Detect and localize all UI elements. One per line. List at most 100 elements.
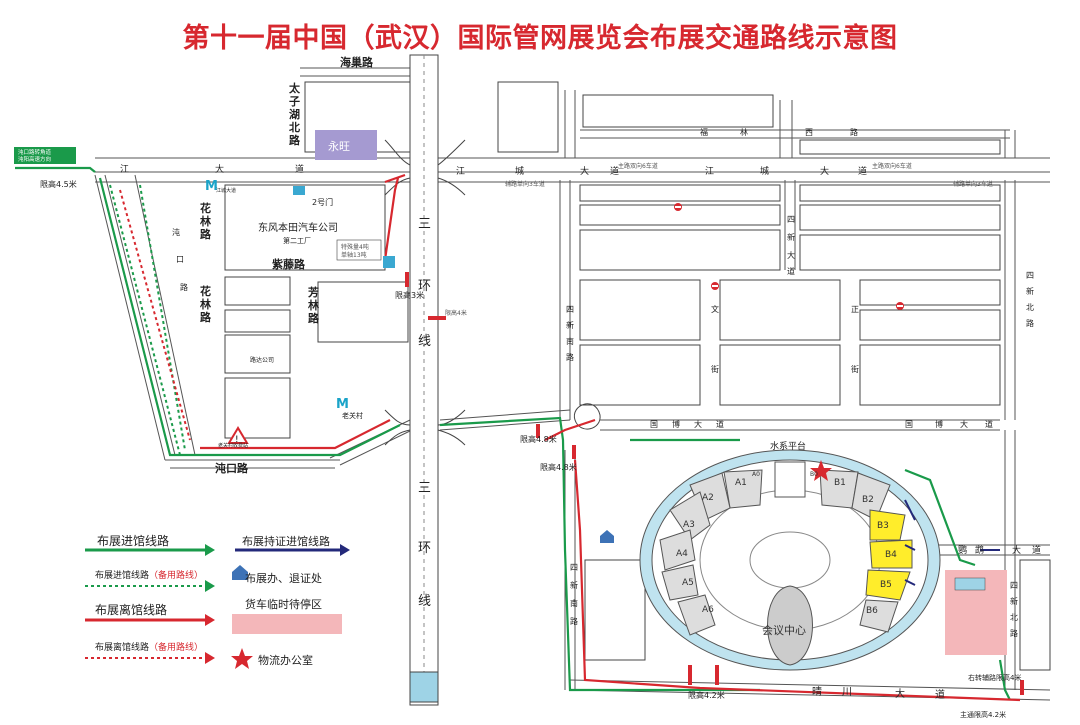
xd-1: 四 — [787, 215, 795, 224]
laoguan-toll-label: 老关村收费站 — [218, 442, 248, 449]
height-limit-bars — [405, 272, 1024, 695]
third-ring-road — [409, 54, 439, 706]
legend-logistics: 物流办公室 — [258, 653, 313, 667]
luda-label: 路达公司 — [250, 356, 274, 364]
wen-1: 文 — [711, 304, 719, 314]
office-icon — [600, 530, 614, 543]
sanhuan-2: 环 — [418, 279, 431, 294]
svg-text:!: ! — [235, 435, 239, 445]
sanhuan-1: 三 — [418, 217, 431, 232]
page-title: 第十一届中国（武汉）国际管网展览会布展交通路线示意图 — [182, 23, 898, 54]
qc-3: 大 — [895, 687, 905, 700]
b-halls — [819, 469, 913, 633]
no-entry-icon — [674, 203, 904, 310]
side-note-2: 辅路单向3车道 — [953, 180, 993, 188]
side-note-1: 辅路单向3车道 — [505, 180, 545, 188]
yongwang-block — [315, 130, 377, 160]
wen-2: 街 — [711, 364, 719, 374]
road-taizihu-1: 太 — [288, 81, 301, 95]
xd-4: 道 — [787, 266, 795, 276]
yongwang-label: 永旺 — [328, 139, 350, 153]
warning-icon: ! — [227, 426, 249, 445]
gb2-2: 博 — [935, 419, 943, 429]
jc-5: 江 — [705, 166, 714, 177]
topleft-sign-line1: 沌口路转角道 — [18, 148, 52, 156]
a-halls — [659, 469, 763, 636]
gb-2: 博 — [672, 419, 680, 429]
truck-note-1: 特殊量4吨 — [341, 243, 369, 251]
right-turn-note: 右转辅路限高4米 — [968, 673, 1021, 682]
xb-3: 北 — [1026, 303, 1034, 312]
office-marker — [954, 577, 986, 591]
svg-text:M: M — [205, 179, 218, 194]
road-fanglin-b: 林 — [308, 298, 319, 312]
hall-b5: B5 — [880, 580, 892, 590]
road-huaxin-2c: 路 — [200, 310, 212, 324]
xb2-3: 北 — [1010, 613, 1018, 622]
road-fanglin-a: 芳 — [308, 285, 319, 299]
topleft-sign-box — [14, 147, 76, 164]
xd-2: 新 — [787, 232, 795, 242]
road-huaxin-1c: 路 — [200, 227, 212, 241]
topleft-sign-line2: 沌阳高速方向 — [18, 155, 51, 163]
hall-b2: B2 — [862, 495, 874, 505]
limit-48b: 限高4.8米 — [540, 462, 577, 472]
legend-truck-swatch — [232, 614, 342, 634]
road-huaxin-2a: 花 — [200, 284, 211, 298]
pj-1: 鹦 — [958, 544, 967, 556]
jc-8: 道 — [858, 165, 867, 177]
gb2-4: 道 — [985, 419, 993, 429]
road-huaxin-2b: 林 — [200, 297, 211, 311]
pj-2: 鹉 — [975, 544, 984, 556]
limit-42b: 主通限高4.2米 — [960, 710, 1006, 719]
road-fanglin-c: 路 — [308, 311, 320, 325]
road-da: 大 — [215, 163, 224, 175]
jc-3: 大 — [580, 165, 589, 177]
xn-2: 新 — [566, 320, 574, 330]
legend-out-alt: 布展离馆线路（备用路线） — [95, 641, 203, 653]
gb2-1: 国 — [905, 420, 913, 429]
legend: 布展进馆线路 布展持证进馆线路 布展进馆线路（备用路线） 布展办、退证处 布展离… — [85, 533, 350, 669]
xn2-4: 路 — [570, 616, 578, 626]
jc-6: 城 — [760, 166, 769, 177]
legend-office: 布展办、退证处 — [245, 572, 322, 585]
laoguan-label: 老关村 — [342, 411, 363, 420]
gate2-label: 2号门 — [312, 197, 333, 207]
interchanges — [384, 139, 601, 446]
city-blocks — [224, 81, 1051, 671]
hall-a4: A4 — [676, 549, 688, 559]
xb2-4: 路 — [1010, 628, 1018, 638]
blue-special-route — [904, 499, 1000, 586]
sanhuan2-2: 环 — [418, 541, 431, 556]
pu-3: 路 — [180, 282, 188, 292]
qc-4: 道 — [935, 688, 945, 701]
hall-b1: B1 — [834, 478, 846, 488]
red-alt-routes — [119, 189, 191, 441]
limit-45: 限高4.5米 — [40, 179, 77, 189]
qc-2: 川 — [842, 687, 852, 698]
green-alt-routes — [109, 184, 186, 456]
dongfeng-label: 东风本田汽车公司 — [258, 221, 338, 234]
hall-a0: A0 — [752, 471, 760, 478]
gb-4: 道 — [716, 419, 724, 429]
xn2-2: 新 — [570, 580, 578, 590]
limit-3: 限高3米 — [395, 290, 424, 300]
road-note-2: 主路双向6车道 — [872, 162, 912, 170]
dongfeng-sub: 第二工厂 — [283, 236, 311, 245]
xb2-2: 新 — [1010, 596, 1018, 606]
xn-4: 路 — [566, 352, 574, 362]
xd-3: 大 — [787, 250, 795, 260]
pj-4: 道 — [1032, 544, 1041, 556]
gate-marker — [383, 256, 395, 268]
road-taizihu-4: 北 — [289, 120, 300, 134]
sanhuan2-3: 线 — [418, 594, 431, 609]
center-label: 会议中心 — [762, 624, 806, 637]
gb-1: 国 — [650, 420, 658, 429]
road-ziteng: 紫藤路 — [272, 257, 306, 271]
green-in-routes — [15, 166, 1011, 701]
pu-1: 沌 — [172, 227, 180, 237]
jc-1: 江 — [456, 166, 465, 177]
road-dao: 道 — [295, 163, 304, 175]
pj-3: 大 — [1012, 544, 1021, 556]
xn-1: 四 — [566, 305, 574, 314]
